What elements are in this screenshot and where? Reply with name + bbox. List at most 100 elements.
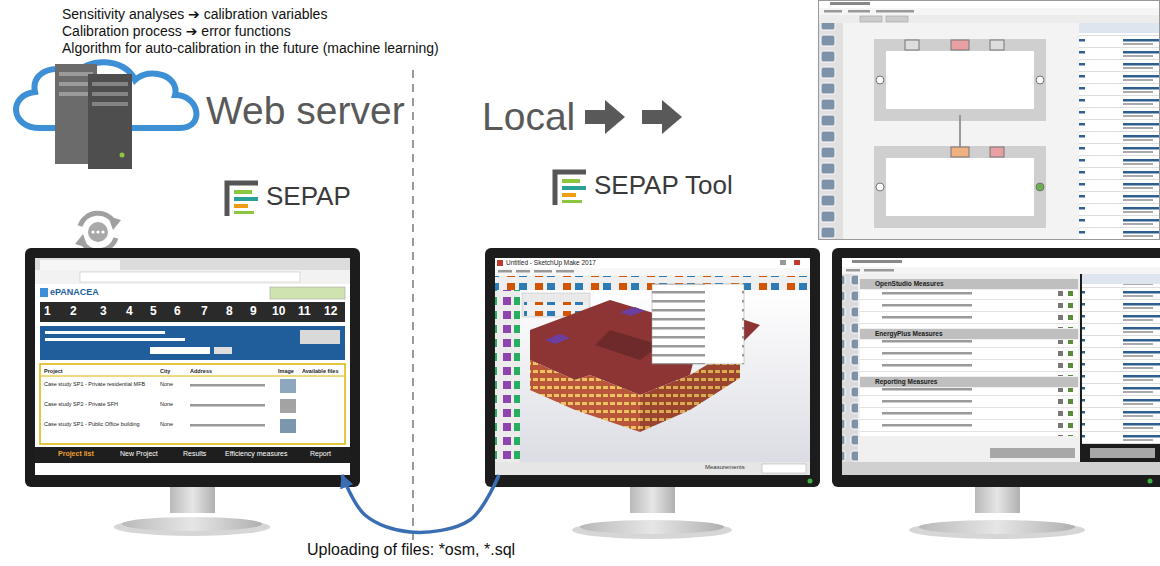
- logo-text: SEPAP Tool: [594, 170, 733, 201]
- web-app-screenshot-part: [45, 338, 185, 341]
- monitor-middle-part: [630, 485, 675, 513]
- web-app-screenshot-part: [40, 326, 345, 360]
- openstudio-measures-screenshot-part: [860, 377, 1078, 387]
- dashed-divider-part: [412, 70, 414, 545]
- openstudio-measures-screenshot-part: [860, 290, 1078, 328]
- screen-text: 4: [126, 304, 133, 318]
- sepap-logo-icon-part: [234, 211, 254, 214]
- screen-text: 8: [226, 304, 233, 318]
- monitor-left-part: [122, 517, 262, 531]
- local-arrows-part: [642, 100, 682, 134]
- web-app-screenshot-part: [80, 272, 300, 282]
- sketchup-screenshot-part: [620, 307, 645, 316]
- screen-text: OpenStudio Measures: [875, 280, 944, 288]
- screen-text: 9: [250, 304, 257, 318]
- sepap-tool-logo-icon: [555, 172, 586, 205]
- monitor-right-part: [919, 520, 1075, 534]
- sketchup-screenshot-part: [794, 260, 800, 265]
- screen-text: Available files: [302, 368, 338, 375]
- sketchup-screenshot-part: [545, 334, 570, 344]
- web-app-screenshot: [35, 258, 350, 475]
- screen-text: Untitled - SketchUp Make 2017: [506, 259, 596, 267]
- openstudio-hvac-window-part: [876, 76, 884, 84]
- openstudio-measures-screenshot-part: [860, 279, 1078, 289]
- web-app-screenshot-part: [45, 331, 165, 334]
- web-app-screenshot-part: [40, 288, 48, 297]
- sketchup-screenshot-part: [516, 270, 530, 273]
- section-heading: Local: [482, 94, 575, 141]
- openstudio-hvac-window-part: [819, 23, 843, 239]
- screen-text: 5: [150, 304, 157, 318]
- openstudio-measures-screenshot-part: [990, 448, 1075, 458]
- screen-text: EnergyPlus Measures: [875, 330, 943, 338]
- web-app-screenshot-part: [280, 379, 296, 393]
- openstudio-measures-screenshot-part: [1082, 274, 1160, 284]
- web-app-screenshot-part: [300, 330, 340, 344]
- screen-text: Project: [44, 368, 63, 375]
- openstudio-measures-screenshot-part: [860, 388, 1078, 436]
- cloud-server-icon-part: [92, 92, 128, 96]
- web-app-screenshot-part: [35, 258, 350, 475]
- screen-text: 10: [272, 304, 285, 318]
- sepap-tool-logo-icon-part: [562, 186, 586, 190]
- openstudio-hvac-window-part: [990, 147, 1004, 157]
- sketchup-screenshot-part: [556, 270, 574, 273]
- web-app-screenshot-part: [35, 447, 350, 463]
- openstudio-measures-screenshot-part: [842, 274, 858, 462]
- sync-icon-part: [108, 216, 121, 230]
- sync-icon-part: [75, 234, 88, 248]
- logo-text: SEPAP: [266, 181, 351, 212]
- sepap-tool-logo-icon-part: [562, 200, 582, 203]
- section-heading: Web server: [206, 88, 405, 135]
- local-arrows-part: [585, 100, 625, 134]
- upload-arrow: [342, 475, 499, 532]
- sketchup-screenshot-part: [530, 360, 575, 410]
- openstudio-measures-screenshot: [842, 258, 1160, 475]
- screen-text: 1: [44, 304, 51, 318]
- cloud-server-icon-part: [120, 153, 125, 158]
- cloud-server-icon: [16, 62, 196, 169]
- monitor-middle-part: [485, 248, 820, 487]
- openstudio-measures-screenshot-part: [860, 340, 1078, 376]
- screen-text: Case study SP1 - Private residential MFB: [44, 381, 145, 388]
- monitor-right-part: [909, 521, 1085, 539]
- local-arrows: [585, 100, 682, 134]
- screen-text: 7: [201, 304, 208, 318]
- openstudio-hvac-window-part: [876, 183, 884, 191]
- openstudio-hvac-window-part: [1079, 23, 1159, 33]
- sketchup-screen: Untitled - SketchUp Make 2017Measurement…: [495, 258, 810, 475]
- openstudio-hvac-window-part: [824, 10, 842, 13]
- sketchup-screenshot-part: [534, 270, 552, 273]
- openstudio-hvac-window-part: [819, 15, 1159, 23]
- openstudio-hvac-window-part: [951, 147, 969, 157]
- screen-text: Case study SP2 - Private SFH: [44, 401, 118, 408]
- monitor-middle: [485, 248, 820, 539]
- monitor-left: [25, 248, 360, 536]
- openstudio-hvac-window-part: [951, 40, 969, 50]
- openstudio-measures-screenshot-part: [842, 258, 1160, 267]
- openstudio-measures-screenshot-part: [858, 274, 1080, 462]
- sync-icon-part: [88, 222, 108, 242]
- monitor-left-part: [114, 518, 270, 536]
- openstudio-measures-screenshot-part: [860, 329, 1078, 339]
- openstudio-hvac-window-part: [959, 115, 961, 152]
- openstudio-measures-screenshot-part: [842, 267, 1160, 274]
- web-app-screenshot-part: [190, 424, 265, 427]
- note-text: Algorithm for auto-calibration in the fu…: [62, 40, 439, 57]
- screen-text: None: [160, 381, 173, 388]
- sepap-logo-icon-part: [234, 197, 258, 201]
- web-app-screenshot-part: [41, 376, 344, 377]
- sketchup-screenshot-part: [495, 290, 520, 462]
- sepap-tool-logo-icon-part: [562, 179, 580, 183]
- screen-text: Case study SP1 - Public Office building: [44, 421, 140, 428]
- sync-icon-part: [96, 230, 99, 233]
- openstudio-hvac-window-part: [1036, 76, 1044, 84]
- sepap-tool-logo-icon-part: [562, 193, 576, 197]
- openstudio-hvac-window-part: [860, 16, 882, 22]
- openstudio-hvac-window-part: [886, 16, 908, 22]
- cloud-server-icon-part: [92, 82, 128, 86]
- sepap-logo-icon-part: [234, 190, 252, 194]
- sepap-tool-logo-icon-part: [555, 172, 586, 205]
